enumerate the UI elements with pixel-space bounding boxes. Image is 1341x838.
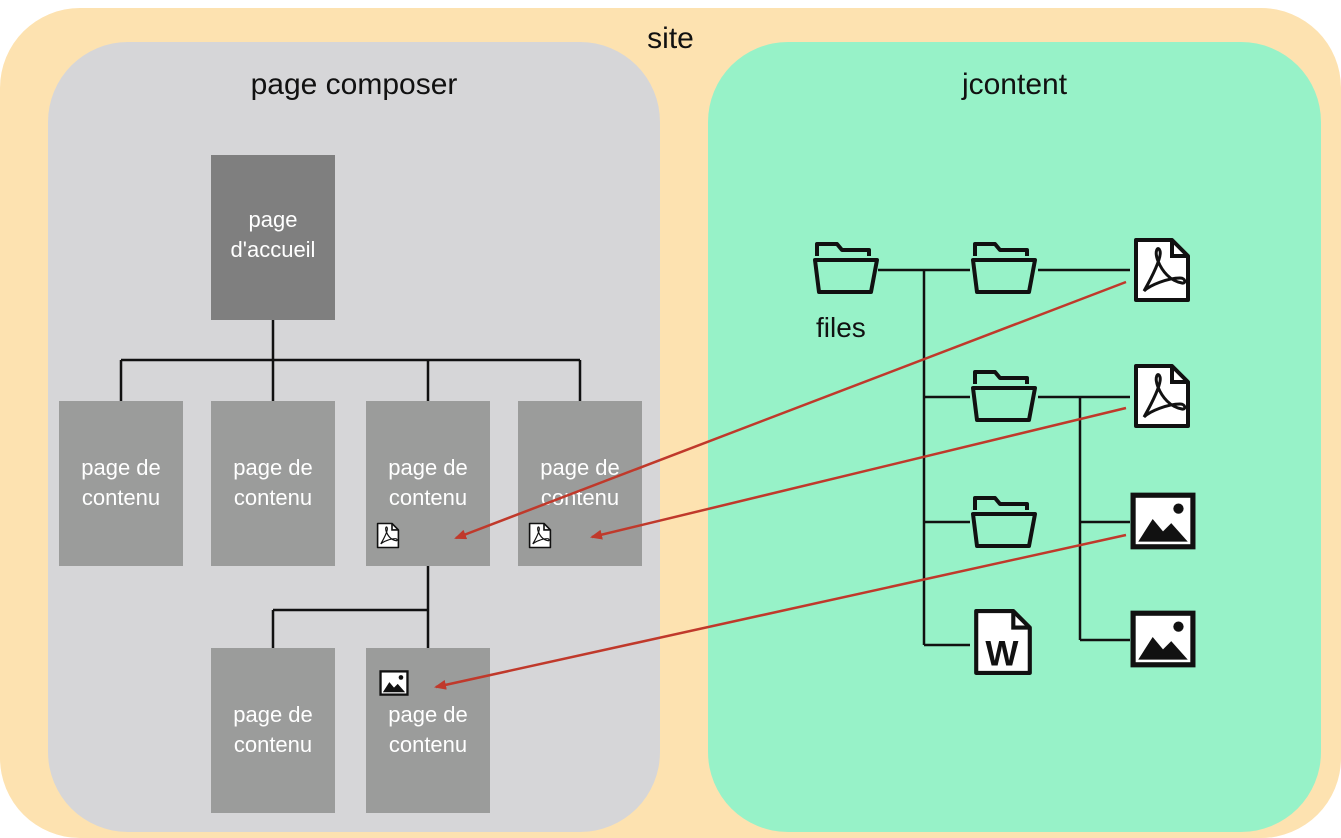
page-composer-title: page composer — [250, 68, 458, 101]
pdf-icon — [528, 522, 552, 549]
word-file-icon — [976, 611, 1030, 674]
content-page-label-line2: contenu — [233, 485, 313, 510]
image-file-icon — [1133, 613, 1193, 665]
content-page-node: page de contenu — [211, 648, 335, 813]
folder-icon — [815, 244, 877, 292]
content-page-label-line2: contenu — [81, 485, 161, 510]
content-page-node: page de contenu — [59, 401, 183, 566]
content-page-label-line1: page de — [233, 455, 313, 480]
files-root-label: files — [816, 312, 866, 343]
page-tree-connectors — [119, 320, 582, 648]
content-page-label-line1: page de — [388, 455, 468, 480]
content-page-label-line2: contenu — [388, 732, 468, 757]
content-page-label-line2: contenu — [233, 732, 313, 757]
content-page-label-line1: page de — [81, 455, 161, 480]
site-title: site — [647, 22, 694, 55]
folder-icon — [973, 244, 1035, 292]
pdf-icon — [376, 522, 400, 549]
pdf-file-icon — [1134, 238, 1190, 302]
folder-icon — [973, 372, 1035, 420]
folder-icon — [973, 498, 1035, 546]
home-page-label-line2: d'accueil — [230, 237, 316, 262]
content-page-label-line1: page de — [388, 702, 468, 727]
content-page-label-line2: contenu — [388, 485, 468, 510]
content-page-node: page de contenu — [211, 401, 335, 566]
content-page-label-line2: contenu — [540, 485, 620, 510]
image-file-icon — [1133, 495, 1193, 547]
content-page-label-line1: page de — [540, 455, 620, 480]
reference-arrows — [434, 280, 1127, 690]
content-page-label-line1: page de — [233, 702, 313, 727]
home-page-label-line1: page — [248, 207, 298, 232]
jcontent-title: jcontent — [961, 68, 1068, 101]
jcontent-panel — [708, 42, 1321, 832]
home-page-node: page d'accueil — [211, 155, 335, 320]
image-icon — [379, 670, 409, 696]
pdf-file-icon — [1134, 364, 1190, 428]
